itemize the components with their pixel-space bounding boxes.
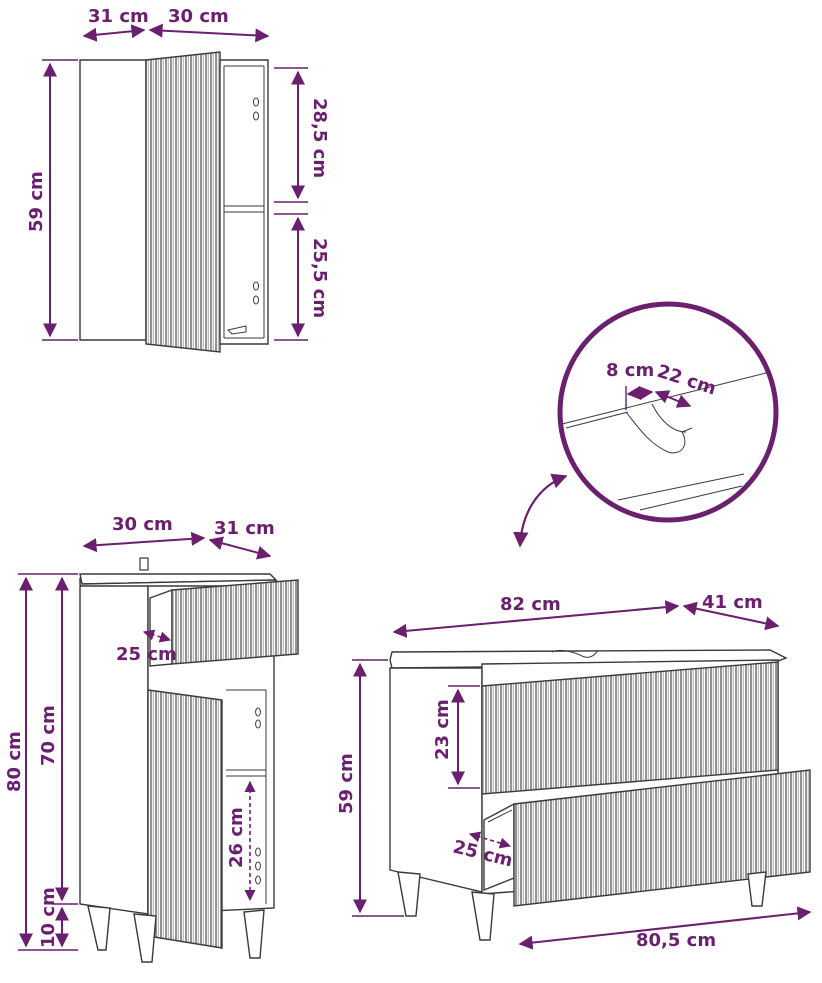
wall-depth-label: 31 cm	[88, 6, 149, 27]
tall-cabinet-leg	[87, 905, 111, 951]
vanity-upper-drawer	[481, 661, 779, 795]
wall-lower-shelf-label: 25,5 cm	[309, 238, 330, 318]
dimension-arrow-icon	[82, 24, 146, 42]
tall-cabinet-drawer	[171, 579, 299, 665]
tall-depth-label: 31 cm	[214, 518, 275, 539]
tall-body-height-label: 70 cm	[38, 705, 59, 766]
tall-shelf-height-label: 26 cm	[226, 807, 247, 868]
tall-cabinet-door	[147, 689, 223, 949]
arrow-curved-icon	[513, 473, 568, 548]
vanity-lower-drawer	[513, 769, 811, 907]
tall-width-label: 30 cm	[112, 514, 173, 535]
tall-leg-height-label: 10 cm	[38, 887, 59, 948]
tall-total-height-label: 80 cm	[4, 731, 25, 792]
cutout-detail-callout: 8 cm 22 cm	[513, 301, 779, 548]
tall-drawer-depth-label: 25 cm	[116, 644, 177, 665]
tall-cabinet: 30 cm 31 cm 80 cm 70 cm 10 cm 25 cm 26 c…	[4, 514, 299, 963]
tall-cabinet-side	[79, 585, 149, 915]
wall-cabinet-door	[145, 51, 221, 353]
hinge-icon	[139, 557, 149, 571]
hinge-icon	[227, 325, 247, 335]
vanity-front-width-label: 80,5 cm	[636, 930, 716, 951]
vanity-drawer-height-label: 23 cm	[432, 699, 453, 760]
wall-height-label: 59 cm	[26, 171, 47, 232]
cutout-depth-label: 8 cm	[606, 360, 654, 381]
wall-upper-shelf-label: 28,5 cm	[309, 98, 330, 178]
wall-cabinet-side	[79, 59, 147, 341]
vanity-height-label: 59 cm	[336, 753, 357, 814]
vanity-cutout	[551, 649, 599, 658]
wall-cabinet-interior	[219, 59, 269, 345]
wall-cabinet: 31 cm 30 cm 59 cm 28,5 cm 25,5 cm	[26, 6, 330, 353]
detail-circle	[557, 301, 779, 523]
vanity-width-label: 82 cm	[500, 594, 561, 615]
wall-width-label: 30 cm	[168, 6, 229, 27]
vanity-leg	[397, 871, 421, 917]
vanity-unit: 82 cm 41 cm 59 cm 23 cm 25 cm 80,5 cm	[336, 592, 812, 951]
vanity-depth-label: 41 cm	[702, 592, 763, 613]
